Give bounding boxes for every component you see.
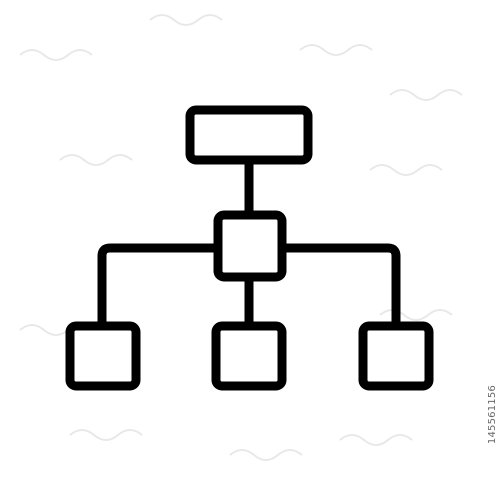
middle-box bbox=[213, 210, 287, 282]
connector-right-branch bbox=[277, 243, 401, 331]
top-box bbox=[185, 105, 313, 165]
connector-left-branch bbox=[97, 243, 223, 331]
bottom-right-box bbox=[358, 321, 434, 391]
bottom-center-box bbox=[211, 321, 287, 391]
bottom-left-box bbox=[65, 321, 141, 391]
